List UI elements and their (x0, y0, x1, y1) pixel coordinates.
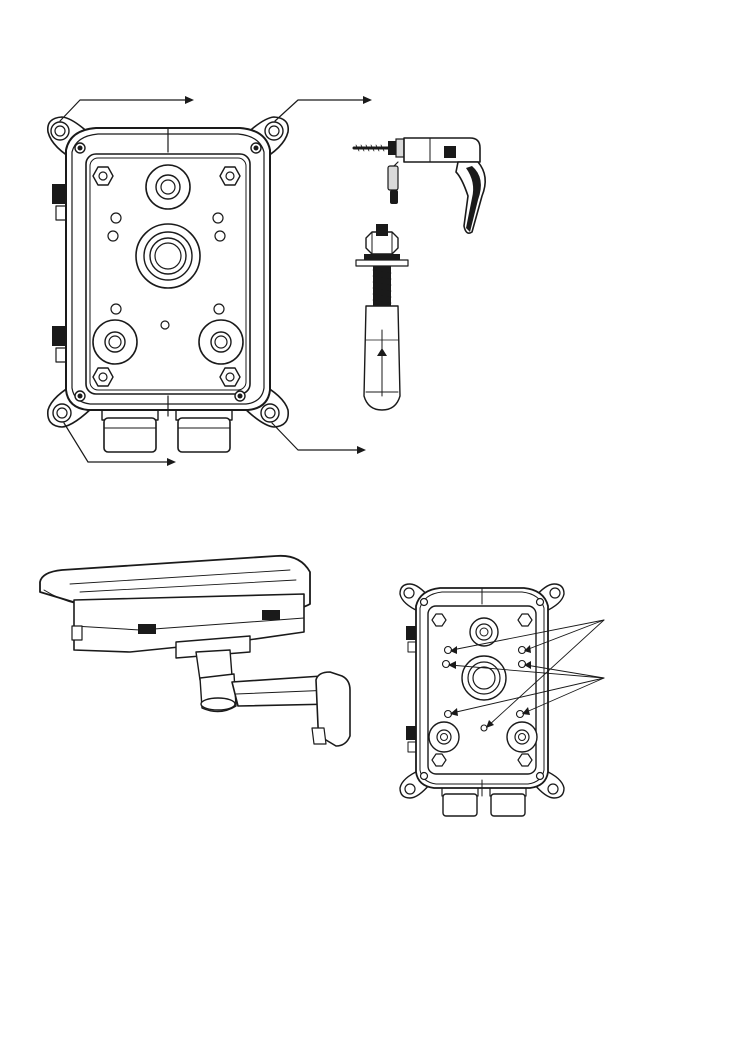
mounting-box-small (400, 584, 564, 816)
arrow-top-left (60, 96, 194, 121)
hex-nut (93, 368, 113, 386)
electric-drill-icon (354, 138, 485, 233)
side-latch-lower (52, 326, 66, 362)
mounting-box-large (48, 117, 288, 452)
cable-port-bottom-right (199, 320, 243, 364)
cable-port-center (136, 224, 200, 288)
hex-nut (93, 167, 113, 185)
expansion-anchor-bolt-icon (356, 224, 408, 410)
hex-nut (220, 368, 240, 386)
arrow-top-right (275, 96, 372, 121)
cable-port-top (146, 165, 190, 209)
side-latch-upper (52, 184, 66, 220)
camera-housing-with-wall-bracket-icon (40, 556, 350, 746)
arrow-bottom-right (272, 423, 366, 454)
cable-port-bottom-left (93, 320, 137, 364)
hex-nut (220, 167, 240, 185)
